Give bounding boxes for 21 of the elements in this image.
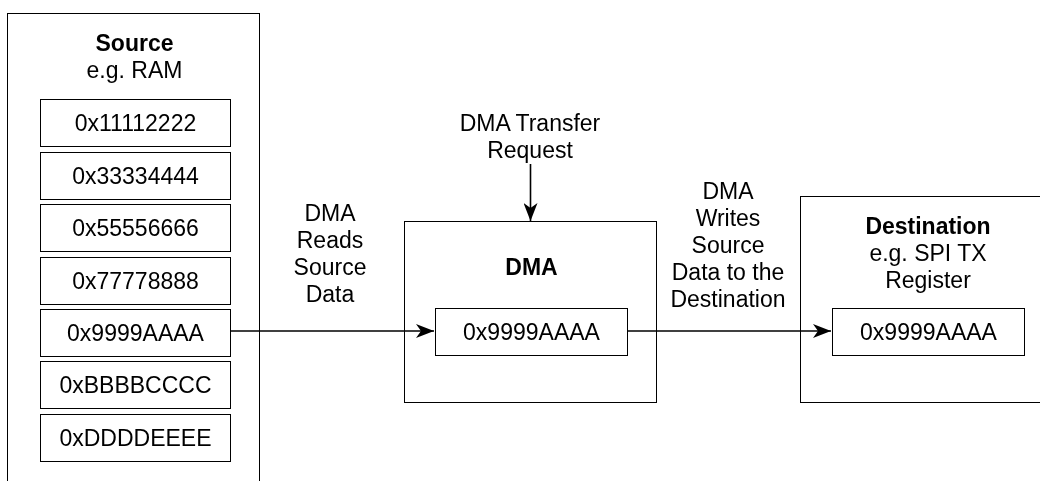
arrow [229, 324, 435, 338]
container-box [800, 196, 1040, 403]
box-title: Source [94, 30, 175, 57]
box-subtitle: e.g. RAM [85, 57, 184, 84]
memory-cell: 0xBBBBCCCC [40, 361, 231, 409]
arrow [626, 324, 832, 338]
memory-cell: 0x9999AAAA [832, 308, 1025, 356]
box-subtitle: e.g. SPI TX Register [868, 240, 988, 294]
memory-cell: 0x55556666 [40, 204, 231, 252]
container-box [404, 221, 657, 403]
box-title: Destination [864, 213, 992, 240]
memory-cell: 0xDDDDEEEE [40, 414, 231, 462]
request-label: DMA Transfer Request [442, 110, 618, 164]
memory-cell: 0x11112222 [40, 99, 231, 147]
arrow [523, 163, 538, 222]
box-title: DMA [504, 254, 559, 281]
memory-cell: 0x9999AAAA [435, 308, 628, 356]
container-box [7, 13, 260, 481]
memory-cell: 0x33334444 [40, 152, 231, 200]
memory-cell: 0x9999AAAA [40, 309, 231, 357]
memory-cell: 0x77778888 [40, 257, 231, 305]
